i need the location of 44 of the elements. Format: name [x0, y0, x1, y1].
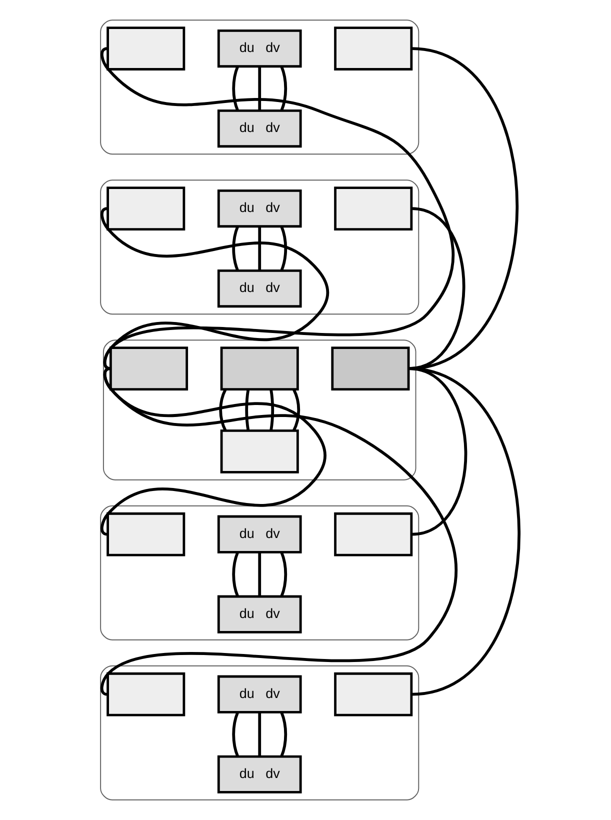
- connector: [280, 66, 287, 112]
- connector: [280, 552, 287, 597]
- connector: [100, 48, 454, 370]
- cluster: [102, 340, 416, 480]
- node-box: [330, 346, 410, 390]
- node-box: [106, 186, 185, 230]
- connector: [258, 66, 261, 111]
- connector: [100, 207, 329, 370]
- cluster: [100, 505, 419, 640]
- node-box: [220, 430, 298, 474]
- node-box: [334, 672, 412, 716]
- connector: [258, 552, 261, 596]
- connector: [232, 552, 239, 597]
- cluster: [100, 20, 419, 155]
- node-box: [334, 512, 412, 556]
- node-box: du dv: [216, 190, 302, 228]
- node-box: [108, 346, 188, 390]
- connector: [232, 66, 239, 112]
- connector: [258, 712, 261, 756]
- connector: [258, 226, 261, 271]
- connector: [292, 388, 300, 432]
- connector: [232, 712, 239, 757]
- cluster: [100, 180, 419, 315]
- node-box: [220, 346, 298, 390]
- node-box: du dv: [216, 110, 302, 148]
- node-box: [334, 186, 412, 230]
- node-box: [334, 26, 412, 70]
- node-box: [106, 26, 185, 70]
- node-box: du dv: [216, 595, 302, 634]
- connector: [280, 226, 287, 272]
- node-box: [106, 672, 185, 716]
- node-box: du dv: [216, 270, 302, 308]
- connector: [232, 226, 239, 272]
- cluster: [100, 665, 419, 800]
- connector: [408, 367, 520, 696]
- connector: [218, 388, 226, 432]
- node-box: du dv: [216, 755, 302, 794]
- node-box: [106, 512, 185, 556]
- connector: [244, 389, 250, 431]
- connector: [269, 389, 274, 431]
- node-box: du dv: [216, 675, 302, 714]
- node-box: du dv: [216, 30, 302, 68]
- connector: [280, 712, 287, 757]
- node-box: du dv: [216, 515, 302, 554]
